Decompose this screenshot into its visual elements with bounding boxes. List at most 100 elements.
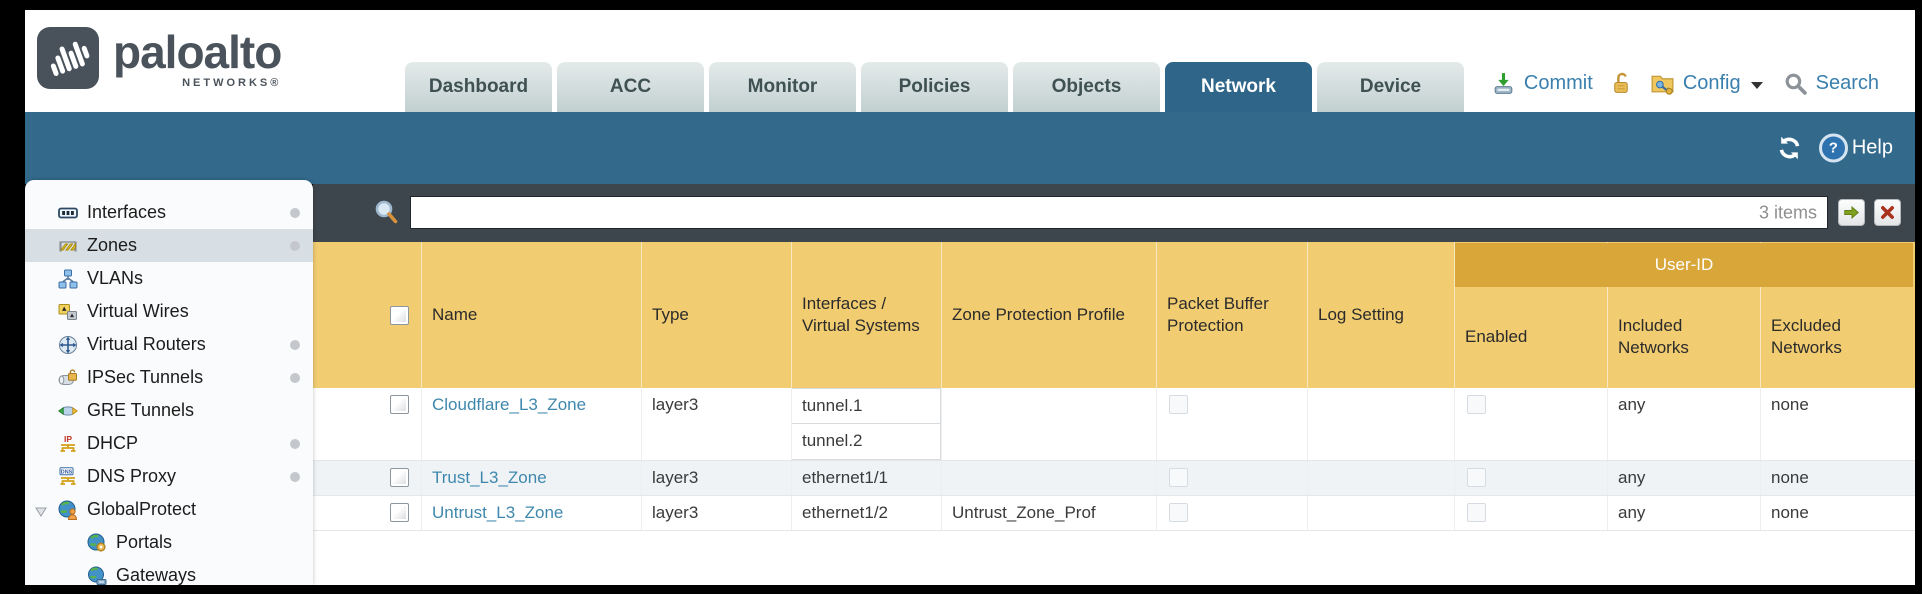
tab-label: Policies [898, 76, 971, 97]
sidebar-item-interfaces[interactable]: Interfaces [25, 196, 313, 229]
commit-icon[interactable] [1491, 71, 1516, 96]
row-select-checkbox[interactable] [390, 503, 409, 522]
zone-name-link[interactable]: Cloudflare_L3_Zone [432, 395, 587, 414]
sidebar-item-ipsec-tunnels[interactable]: IPSec Tunnels [25, 361, 313, 394]
packet-buffer-protection-checkbox[interactable] [1169, 395, 1188, 414]
commit-button[interactable]: Commit [1523, 72, 1593, 94]
tab-policies[interactable]: Policies [861, 62, 1008, 112]
user-id-enabled-checkbox[interactable] [1467, 503, 1486, 522]
user-id-group-header: User-ID [1455, 243, 1913, 287]
packet-buffer-protection-cell [1157, 388, 1308, 460]
sidebar-item-label: GlobalProtect [87, 499, 197, 519]
status-dot [290, 208, 300, 218]
packet-buffer-protection-checkbox[interactable] [1169, 468, 1188, 487]
tab-label: Monitor [747, 76, 818, 97]
paloalto-logo-icon [37, 27, 99, 89]
sidebar-item-label: Virtual Routers [87, 334, 206, 354]
select-all-column-header [313, 242, 422, 388]
column-header-type[interactable]: Type [642, 242, 792, 388]
search-icon[interactable] [1783, 71, 1808, 96]
sidebar-item-gre-tunnels[interactable]: GRE Tunnels [25, 394, 313, 427]
sidebar-item-vlans[interactable]: VLANs [25, 262, 313, 295]
packet-buffer-protection-checkbox[interactable] [1169, 503, 1188, 522]
clear-filter-button[interactable] [1874, 199, 1901, 226]
row-select-checkbox[interactable] [390, 468, 409, 487]
lock-icon[interactable] [1609, 71, 1634, 96]
column-header-packet-buffer-protection[interactable]: Packet Buffer Protection [1157, 242, 1308, 388]
config-icon[interactable] [1650, 71, 1675, 96]
status-dot [290, 439, 300, 449]
tab-label: Device [1359, 76, 1422, 97]
zone-name-link[interactable]: Untrust_L3_Zone [432, 503, 564, 522]
interfaces-icon [58, 203, 78, 223]
zone-name-cell: Trust_L3_Zone [422, 461, 642, 495]
sidebar-item-dhcp[interactable]: IP DHCP [25, 427, 313, 460]
column-header-included-networks[interactable]: Included Networks [1608, 242, 1761, 388]
column-header-log-setting[interactable]: Log Setting [1308, 242, 1455, 388]
config-dropdown-caret-icon[interactable] [1750, 82, 1763, 89]
items-count-label: 3 items [1758, 202, 1817, 222]
sidebar-item-virtual-wires[interactable]: Virtual Wires [25, 295, 313, 328]
included-networks-cell: any [1608, 388, 1761, 460]
status-dot [290, 373, 300, 383]
sidebar-item-virtual-routers[interactable]: Virtual Routers [25, 328, 313, 361]
config-button[interactable]: Config [1682, 72, 1741, 94]
row-select-checkbox[interactable] [390, 395, 409, 414]
interface-entry: tunnel.2 [792, 424, 941, 460]
help-icon[interactable]: ? [1818, 133, 1848, 163]
sidebar-item-label: DHCP [87, 433, 139, 453]
user-id-enabled-checkbox[interactable] [1467, 395, 1486, 414]
sidebar-item-label: Virtual Wires [87, 301, 189, 321]
tab-monitor[interactable]: Monitor [709, 62, 856, 112]
paloalto-logo: paloalto NETWORKS® [37, 27, 282, 89]
help-label[interactable]: Help [1851, 136, 1893, 159]
tab-dashboard[interactable]: Dashboard [405, 62, 552, 112]
zone-type-cell: layer3 [642, 461, 792, 495]
utility-bar: Commit Config Search [1491, 71, 1879, 96]
gateways-icon [87, 566, 107, 586]
status-dot [290, 340, 300, 350]
sidebar-item-label: DNS Proxy [87, 466, 177, 486]
sidebar-item-globalprotect[interactable]: GlobalProtect [25, 493, 313, 526]
tab-acc[interactable]: ACC [557, 62, 704, 112]
column-header-zone-protection-profile[interactable]: Zone Protection Profile [942, 242, 1157, 388]
user-id-enabled-cell [1455, 496, 1608, 530]
column-header-name[interactable]: Name [422, 242, 642, 388]
column-header-enabled[interactable]: Enabled [1455, 242, 1608, 388]
ipsec-tunnels-icon [58, 368, 78, 388]
zone-interfaces-cell: ethernet1/1 [792, 461, 942, 495]
svg-text:IP: IP [64, 434, 72, 444]
tab-objects[interactable]: Objects [1013, 62, 1160, 112]
apply-filter-button[interactable] [1838, 199, 1865, 226]
tab-device[interactable]: Device [1317, 62, 1464, 112]
user-id-enabled-checkbox[interactable] [1467, 468, 1486, 487]
included-networks-cell: any [1608, 461, 1761, 495]
portals-icon [87, 533, 107, 553]
excluded-networks-cell: none [1771, 468, 1809, 487]
sidebar-item-portals[interactable]: Portals [25, 526, 313, 559]
virtual-routers-icon [58, 335, 78, 355]
expander-icon[interactable] [34, 503, 48, 517]
tab-network[interactable]: Network [1165, 62, 1312, 112]
select-all-checkbox[interactable] [390, 305, 409, 325]
zone-name-cell: Untrust_L3_Zone [422, 496, 642, 530]
filter-input[interactable] [411, 197, 1827, 228]
column-header-interfaces[interactable]: Interfaces / Virtual Systems [792, 242, 942, 388]
zone-protection-profile-cell [942, 388, 1157, 460]
refresh-icon[interactable] [1776, 135, 1803, 162]
filter-search-icon [373, 199, 400, 226]
sidebar-item-label: Interfaces [87, 202, 167, 222]
column-header-excluded-networks[interactable]: Excluded Networks [1771, 315, 1842, 357]
interface-entry: tunnel.1 [792, 388, 941, 424]
zone-name-link[interactable]: Trust_L3_Zone [432, 468, 547, 487]
help-button[interactable]: ? Help [1818, 133, 1893, 163]
row-select-cell [313, 496, 422, 530]
search-button[interactable]: Search [1815, 72, 1879, 94]
sidebar-item-gateways[interactable]: Gateways [25, 559, 313, 592]
sidebar-item-zones[interactable]: Zones [25, 229, 313, 262]
